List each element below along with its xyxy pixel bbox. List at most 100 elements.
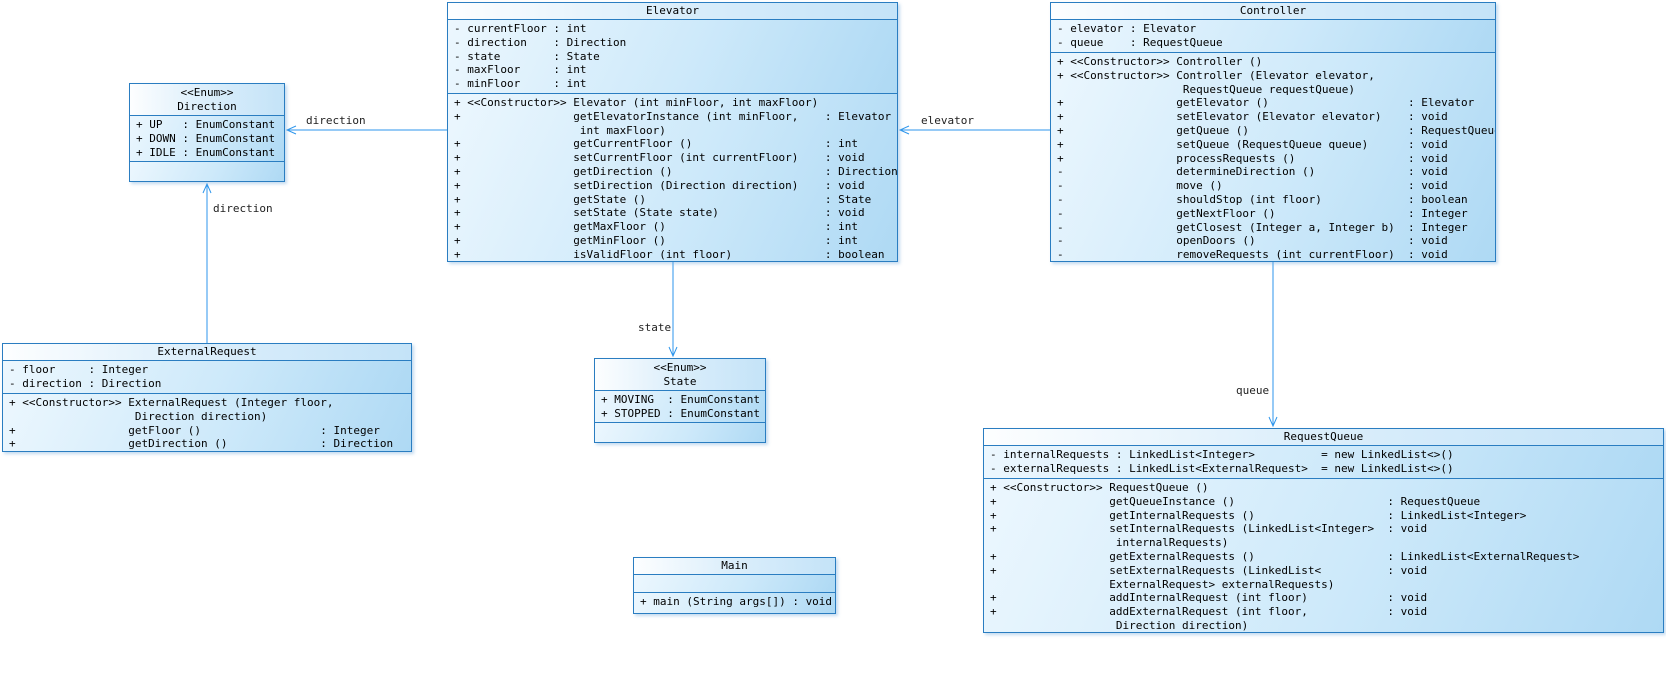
method-line: int maxFloor): [454, 123, 666, 137]
method-line: - move () : void: [1057, 179, 1448, 193]
class-title-compartment: Elevator: [448, 3, 897, 20]
method-line: + setQueue (RequestQueue queue) : void: [1057, 137, 1448, 151]
method-line: + getDirection () : Direction: [9, 437, 394, 451]
attribute-line: + DOWN : EnumConstant: [136, 131, 276, 145]
method-line: + setCurrentFloor (int currentFloor) : v…: [454, 151, 865, 165]
class-direction[interactable]: <<Enum>> Direction + UP : EnumConstant+ …: [129, 83, 285, 182]
method-line: + <<Constructor>> Controller (Elevator e…: [1057, 68, 1375, 82]
attributes-compartment: - currentFloor : int- direction : Direct…: [448, 20, 897, 94]
association-elevator-to-direction[interactable]: [285, 125, 447, 135]
method-line: + getQueue () : RequestQueue: [1057, 123, 1495, 137]
method-line: + setDirection (Direction direction) : v…: [454, 178, 865, 192]
methods-compartment: + <<Constructor>> Elevator (int minFloor…: [448, 94, 897, 261]
class-title-compartment: Main: [634, 558, 835, 575]
class-title-compartment: ExternalRequest: [3, 344, 411, 361]
open-arrowhead-icon: [898, 125, 910, 135]
class-name: Main: [721, 559, 748, 572]
class-name: Elevator: [646, 4, 699, 17]
method-line: + getMinFloor () : int: [454, 233, 858, 247]
class-stereotype: <<Enum>>: [180, 85, 234, 99]
method-line: + getElevator () : Elevator: [1057, 96, 1475, 110]
method-line: + getInternalRequests () : LinkedList<In…: [990, 508, 1527, 522]
method-line: + setInternalRequests (LinkedList<Intege…: [990, 522, 1428, 536]
class-title-compartment: Controller: [1051, 3, 1495, 20]
attribute-line: + UP : EnumConstant: [136, 118, 276, 131]
methods-compartment: + <<Constructor>> RequestQueue ()+ getQu…: [984, 479, 1663, 632]
method-line: + <<Constructor>> ExternalRequest (Integ…: [9, 396, 334, 409]
attribute-line: - minFloor : int: [454, 77, 587, 91]
method-line: + addExternalRequest (int floor, : void: [990, 605, 1428, 619]
attribute-line: - direction : Direction: [9, 376, 162, 390]
class-stereotype: <<Enum>>: [653, 360, 707, 374]
class-name: Direction: [177, 99, 237, 113]
methods-compartment: [130, 162, 284, 181]
attribute-line: - internalRequests : LinkedList<Integer>…: [990, 448, 1454, 461]
class-request-queue[interactable]: RequestQueue - internalRequests : Linked…: [983, 428, 1664, 633]
methods-compartment: + main (String args[]) : void: [634, 593, 835, 613]
method-line: Direction direction): [990, 618, 1249, 632]
method-line: + getState () : State: [454, 192, 872, 206]
method-line: + setExternalRequests (LinkedList< : voi…: [990, 563, 1428, 577]
attribute-line: - elevator : Elevator: [1057, 22, 1197, 35]
association-controller-to-requestqueue[interactable]: [1268, 262, 1278, 428]
method-line: internalRequests): [990, 536, 1229, 550]
association-externalrequest-to-direction[interactable]: [202, 182, 212, 343]
class-name: ExternalRequest: [157, 345, 257, 358]
class-title-compartment: RequestQueue: [984, 429, 1663, 446]
method-line: + isValidFloor (int floor) : boolean: [454, 247, 885, 261]
method-line: Direction direction): [9, 409, 268, 423]
class-elevator[interactable]: Elevator - currentFloor : int- direction…: [447, 2, 898, 262]
method-line: + setElevator (Elevator elevator) : void: [1057, 110, 1448, 124]
class-main[interactable]: Main + main (String args[]) : void: [633, 557, 836, 614]
method-line: + getFloor () : Integer: [9, 423, 380, 437]
method-line: + processRequests () : void: [1057, 151, 1448, 165]
method-line: - determineDirection () : void: [1057, 165, 1448, 179]
relation-label-controller-to-requestqueue: queue: [1236, 384, 1270, 397]
method-line: + <<Constructor>> RequestQueue (): [990, 481, 1209, 494]
attribute-line: - state : State: [454, 49, 600, 63]
method-line: + getDirection () : Direction: [454, 164, 897, 178]
method-line: - removeRequests (int currentFloor) : vo…: [1057, 248, 1448, 261]
class-name: Controller: [1239, 4, 1307, 17]
method-line: + setState (State state) : void: [454, 206, 865, 220]
attribute-line: + MOVING : EnumConstant: [601, 393, 760, 406]
attributes-compartment: + MOVING : EnumConstant+ STOPPED : EnumC…: [595, 391, 765, 423]
relation-label-elevator-to-state: state: [638, 321, 672, 334]
attributes-compartment: - elevator : Elevator- queue : RequestQu…: [1051, 20, 1495, 53]
association-controller-to-elevator[interactable]: [898, 125, 1050, 135]
association-elevator-to-state[interactable]: [668, 262, 678, 358]
method-line: + getCurrentFloor () : int: [454, 137, 858, 151]
methods-compartment: [595, 423, 765, 442]
method-line: + getExternalRequests () : LinkedList<Ex…: [990, 549, 1580, 563]
method-line: + getMaxFloor () : int: [454, 220, 858, 234]
class-external-request[interactable]: ExternalRequest - floor : Integer- direc…: [2, 343, 412, 452]
method-line: - openDoors () : void: [1057, 234, 1448, 248]
open-arrowhead-icon: [1268, 416, 1278, 428]
attributes-compartment: - internalRequests : LinkedList<Integer>…: [984, 446, 1663, 479]
method-line: - shouldStop (int floor) : boolean: [1057, 192, 1468, 206]
attributes-compartment: + UP : EnumConstant+ DOWN : EnumConstant…: [130, 116, 284, 162]
method-line: RequestQueue requestQueue): [1057, 82, 1356, 96]
method-line: ExternalRequest> externalRequests): [990, 577, 1335, 591]
attribute-line: - direction : Direction: [454, 35, 627, 49]
class-controller[interactable]: Controller - elevator : Elevator- queue …: [1050, 2, 1496, 262]
relation-label-controller-to-elevator: elevator: [921, 114, 974, 127]
method-line: + getQueueInstance () : RequestQueue: [990, 494, 1481, 508]
class-state[interactable]: <<Enum>> State + MOVING : EnumConstant+ …: [594, 358, 766, 443]
method-line: - getNextFloor () : Integer: [1057, 206, 1468, 220]
method-line: + <<Constructor>> Controller (): [1057, 55, 1263, 68]
attribute-line: - queue : RequestQueue: [1057, 35, 1223, 49]
attribute-line: + STOPPED : EnumConstant: [601, 406, 760, 420]
open-arrowhead-icon: [202, 182, 212, 194]
method-line: + addInternalRequest (int floor) : void: [990, 591, 1428, 605]
attribute-line: - floor : Integer: [9, 363, 149, 376]
attributes-compartment: [634, 575, 835, 593]
open-arrowhead-icon: [668, 346, 678, 358]
class-title-compartment: <<Enum>> Direction: [130, 84, 284, 116]
method-line: - getClosest (Integer a, Integer b) : In…: [1057, 220, 1468, 234]
attribute-line: + IDLE : EnumConstant: [136, 145, 276, 159]
open-arrowhead-icon: [285, 125, 297, 135]
method-line: + <<Constructor>> Elevator (int minFloor…: [454, 96, 819, 109]
